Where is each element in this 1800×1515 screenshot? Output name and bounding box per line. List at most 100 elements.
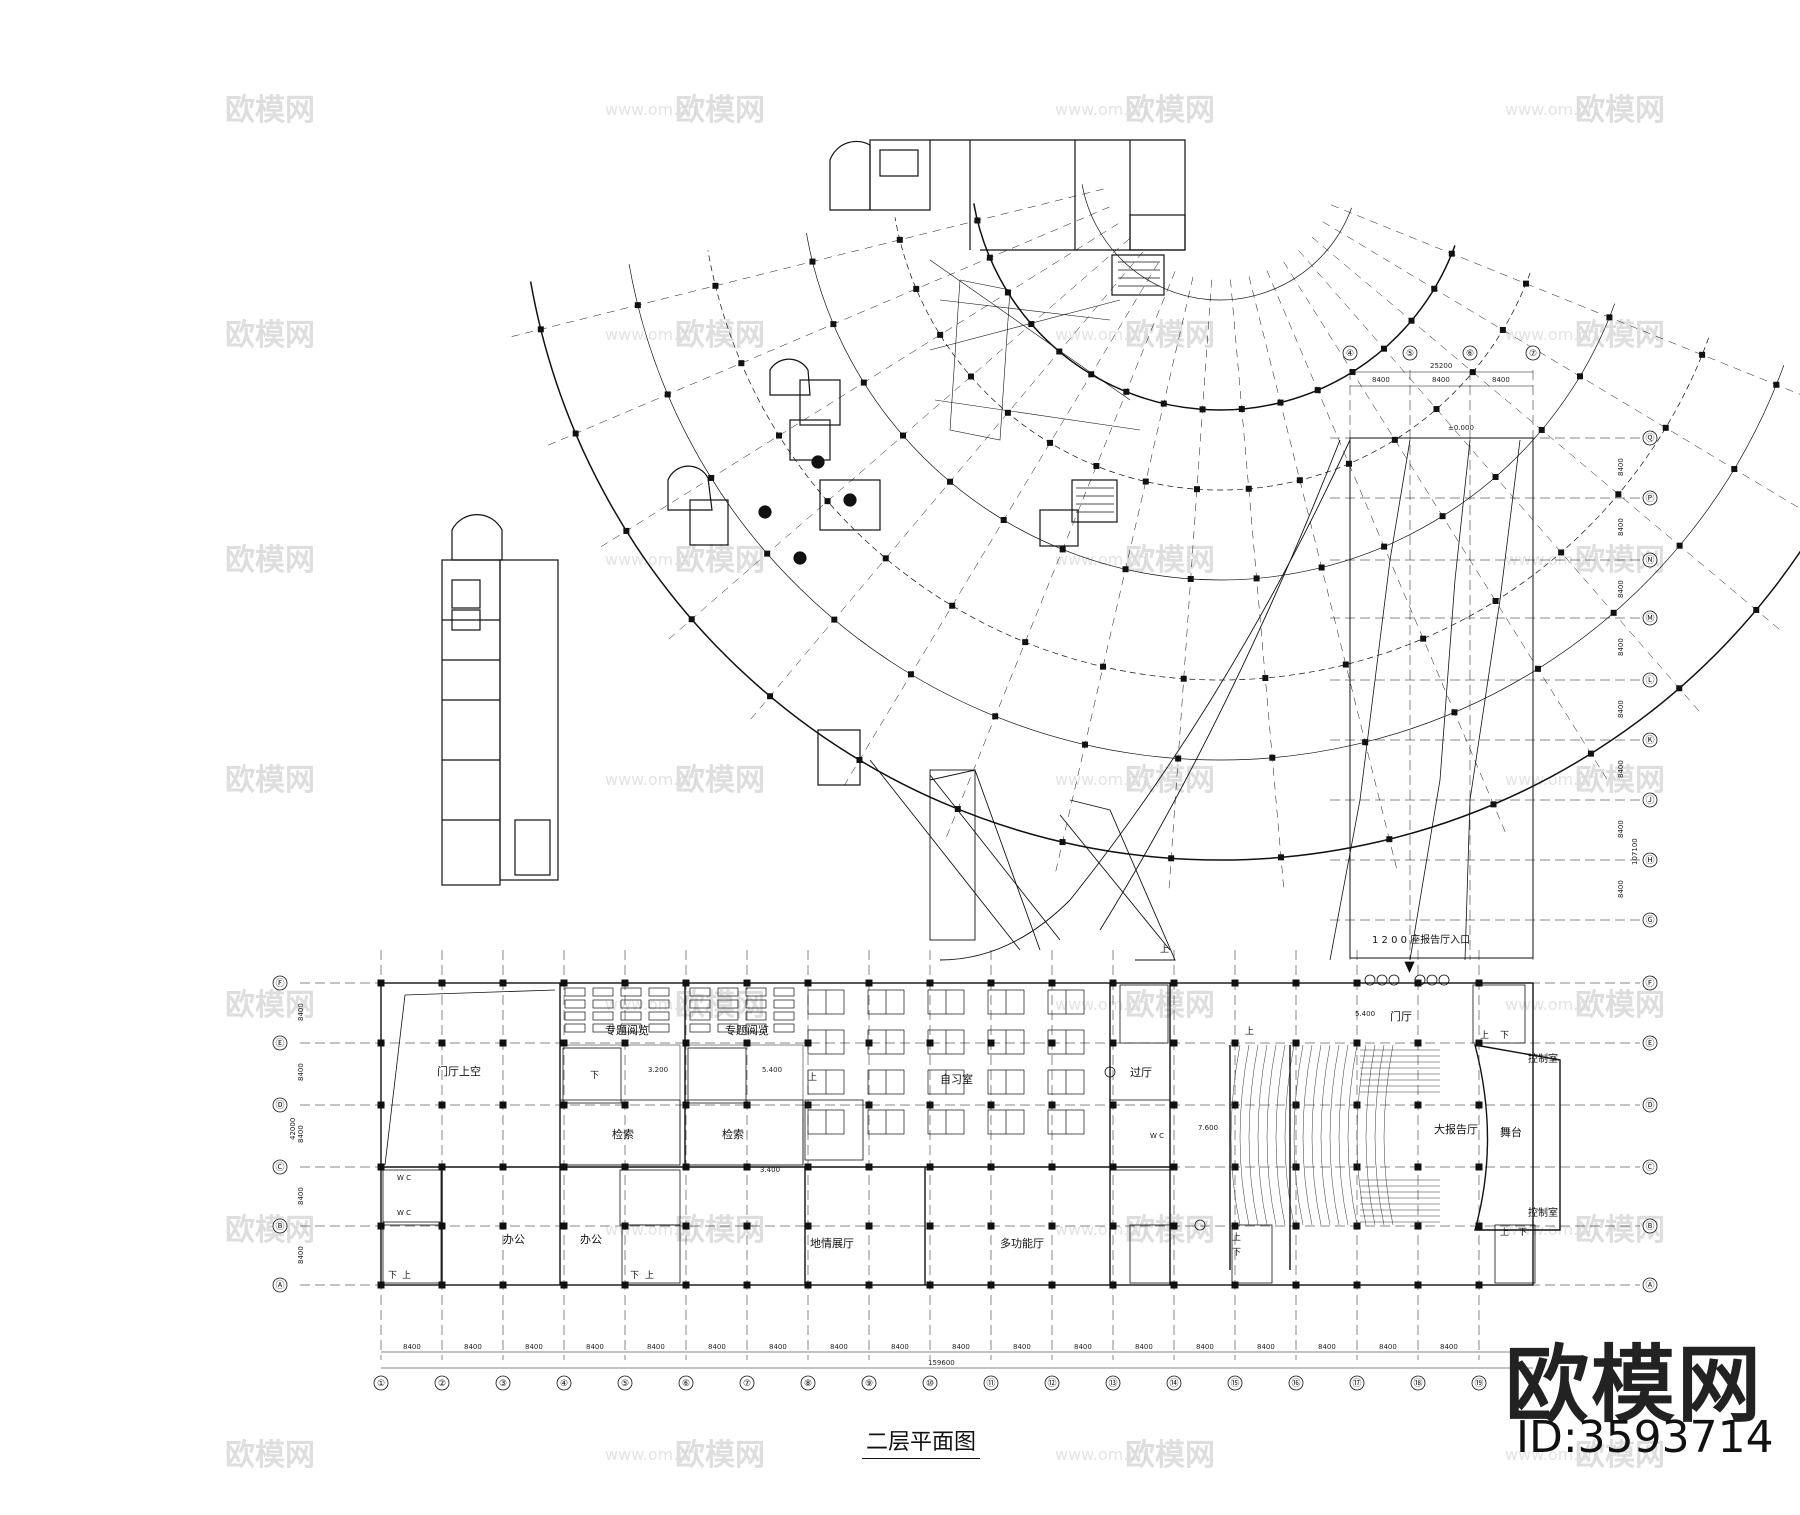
column xyxy=(947,478,954,485)
axis-bubble-right-label: Ⓠ xyxy=(1645,433,1654,444)
reading-table xyxy=(564,999,586,1009)
room-control-1: 控制室 xyxy=(1528,1052,1558,1065)
curved-grid-radial xyxy=(1230,279,1284,888)
axis-bubble-right xyxy=(1642,732,1658,748)
column xyxy=(1318,564,1325,571)
curved-grid-arc xyxy=(707,250,1709,681)
axis-bubble-top-label: ④ xyxy=(1346,349,1354,359)
axis-bubble-right-label: Ⓚ xyxy=(1645,735,1654,746)
column xyxy=(913,285,920,292)
watermark-url: www.om.cn xyxy=(605,770,697,789)
bay-dimension: 8400 xyxy=(708,1343,726,1351)
watermark-url: www.om.cn xyxy=(1505,550,1597,569)
column xyxy=(1028,321,1035,328)
bay-dimension: 8400 xyxy=(830,1343,848,1351)
room-labels: 门厅上空 专题阅览 专题阅览 检索 检索 自习室 过厅 办公 办公 地情展厅 多… xyxy=(388,424,1558,1281)
curved-grid-radial xyxy=(668,238,1130,640)
reading-table xyxy=(717,1011,739,1021)
axis-bubble-right-label: Ⓟ xyxy=(1645,493,1654,504)
column xyxy=(1342,661,1349,668)
axis-bubble-bottom-label: ① xyxy=(377,1379,385,1389)
reading-table xyxy=(689,987,711,997)
axis-bubble-bottom xyxy=(1166,1375,1182,1391)
curved-grid-radial xyxy=(1168,279,1212,889)
column xyxy=(1314,387,1321,394)
curved-grid-radial xyxy=(1055,276,1194,872)
wc-label-2: W C xyxy=(397,1209,411,1217)
column xyxy=(1538,426,1545,433)
axis-bubble-left xyxy=(272,1277,288,1293)
level-mark-2: 3.400 xyxy=(760,1166,780,1174)
curved-grid-radial xyxy=(547,206,1110,446)
column xyxy=(1615,491,1622,498)
axis-bubble-right xyxy=(1642,912,1658,928)
watermark-url: www.om.cn xyxy=(1505,100,1597,119)
column xyxy=(986,254,993,261)
column xyxy=(1381,345,1388,352)
column xyxy=(1277,399,1284,406)
reading-table xyxy=(592,1011,614,1021)
stair-blocks xyxy=(382,984,1536,1284)
column xyxy=(1492,473,1499,480)
rear-stair-down: 下 xyxy=(1232,1248,1241,1258)
seat-row xyxy=(1239,1044,1250,1226)
axis-bubble-top xyxy=(1402,345,1418,361)
seat-row xyxy=(1365,1044,1376,1226)
seat-row xyxy=(1356,1044,1367,1226)
axis-bubble-right-label: Ⓗ xyxy=(1645,855,1654,866)
column xyxy=(537,326,544,333)
bay-dimension: 8400 xyxy=(1492,376,1510,384)
dim-top-width: 25200 xyxy=(1430,362,1452,370)
level-mark-4: 7.600 xyxy=(1198,1124,1218,1132)
column xyxy=(743,1039,751,1047)
entrance-doors xyxy=(1104,961,1450,1231)
stair-up-1: 上 xyxy=(808,1072,817,1083)
seat-row xyxy=(1257,1044,1268,1226)
column xyxy=(1193,486,1200,493)
column xyxy=(1253,575,1260,582)
watermark-logo: 欧模网 xyxy=(675,988,765,1023)
room-lobby: 门厅 xyxy=(1390,1009,1412,1023)
bay-dimension: 8400 xyxy=(647,1343,665,1351)
curved-wing-details xyxy=(441,139,1186,886)
axis-bubble-left xyxy=(272,1097,288,1113)
curved-grid-radial xyxy=(1298,250,1700,712)
curved-grid-radial xyxy=(1331,204,1800,395)
column xyxy=(1278,854,1285,861)
room-catalog-1: 检索 xyxy=(612,1127,634,1141)
column xyxy=(1362,739,1369,746)
level-mark-1: 3.200 xyxy=(648,1066,668,1074)
column xyxy=(764,550,771,557)
watermark-url: www.om.cn xyxy=(605,325,697,344)
reading-table xyxy=(592,999,614,1009)
rear-stair-up: 上 xyxy=(1232,1232,1241,1243)
room-hall: 大报告厅 xyxy=(1434,1122,1478,1136)
column xyxy=(1448,250,1455,257)
axis-bubble-left-label: Ⓓ xyxy=(275,1100,284,1111)
watermark-logo: 欧模网 xyxy=(1575,988,1665,1023)
watermark-url: www.om.cn xyxy=(1055,995,1147,1014)
axis-bubble-right xyxy=(1642,1218,1658,1234)
axis-bubble-right xyxy=(1642,1277,1658,1293)
curved-grid-radial xyxy=(600,223,1119,548)
room-reading-1: 专题阅览 xyxy=(605,1023,649,1037)
curved-grid-radial xyxy=(1248,276,1397,869)
column xyxy=(1262,675,1269,682)
main-block-walls xyxy=(380,982,1561,1286)
tower-stair-up: 上 xyxy=(1480,1030,1489,1041)
column xyxy=(1492,597,1499,604)
axis-bubble-bottom xyxy=(1349,1375,1365,1391)
reading-table xyxy=(564,1011,586,1021)
watermark-logo: 欧模网 xyxy=(1125,1438,1215,1473)
bay-dimension: 8400 xyxy=(952,1343,970,1351)
axis-bubble-bottom xyxy=(739,1375,755,1391)
column xyxy=(1047,439,1054,446)
reading-table xyxy=(745,1023,767,1033)
column xyxy=(831,616,838,623)
column xyxy=(1408,317,1415,324)
column xyxy=(1059,839,1066,846)
watermark-logo: 欧模网 xyxy=(225,763,315,798)
bay-dimension: 8400 xyxy=(586,1343,604,1351)
